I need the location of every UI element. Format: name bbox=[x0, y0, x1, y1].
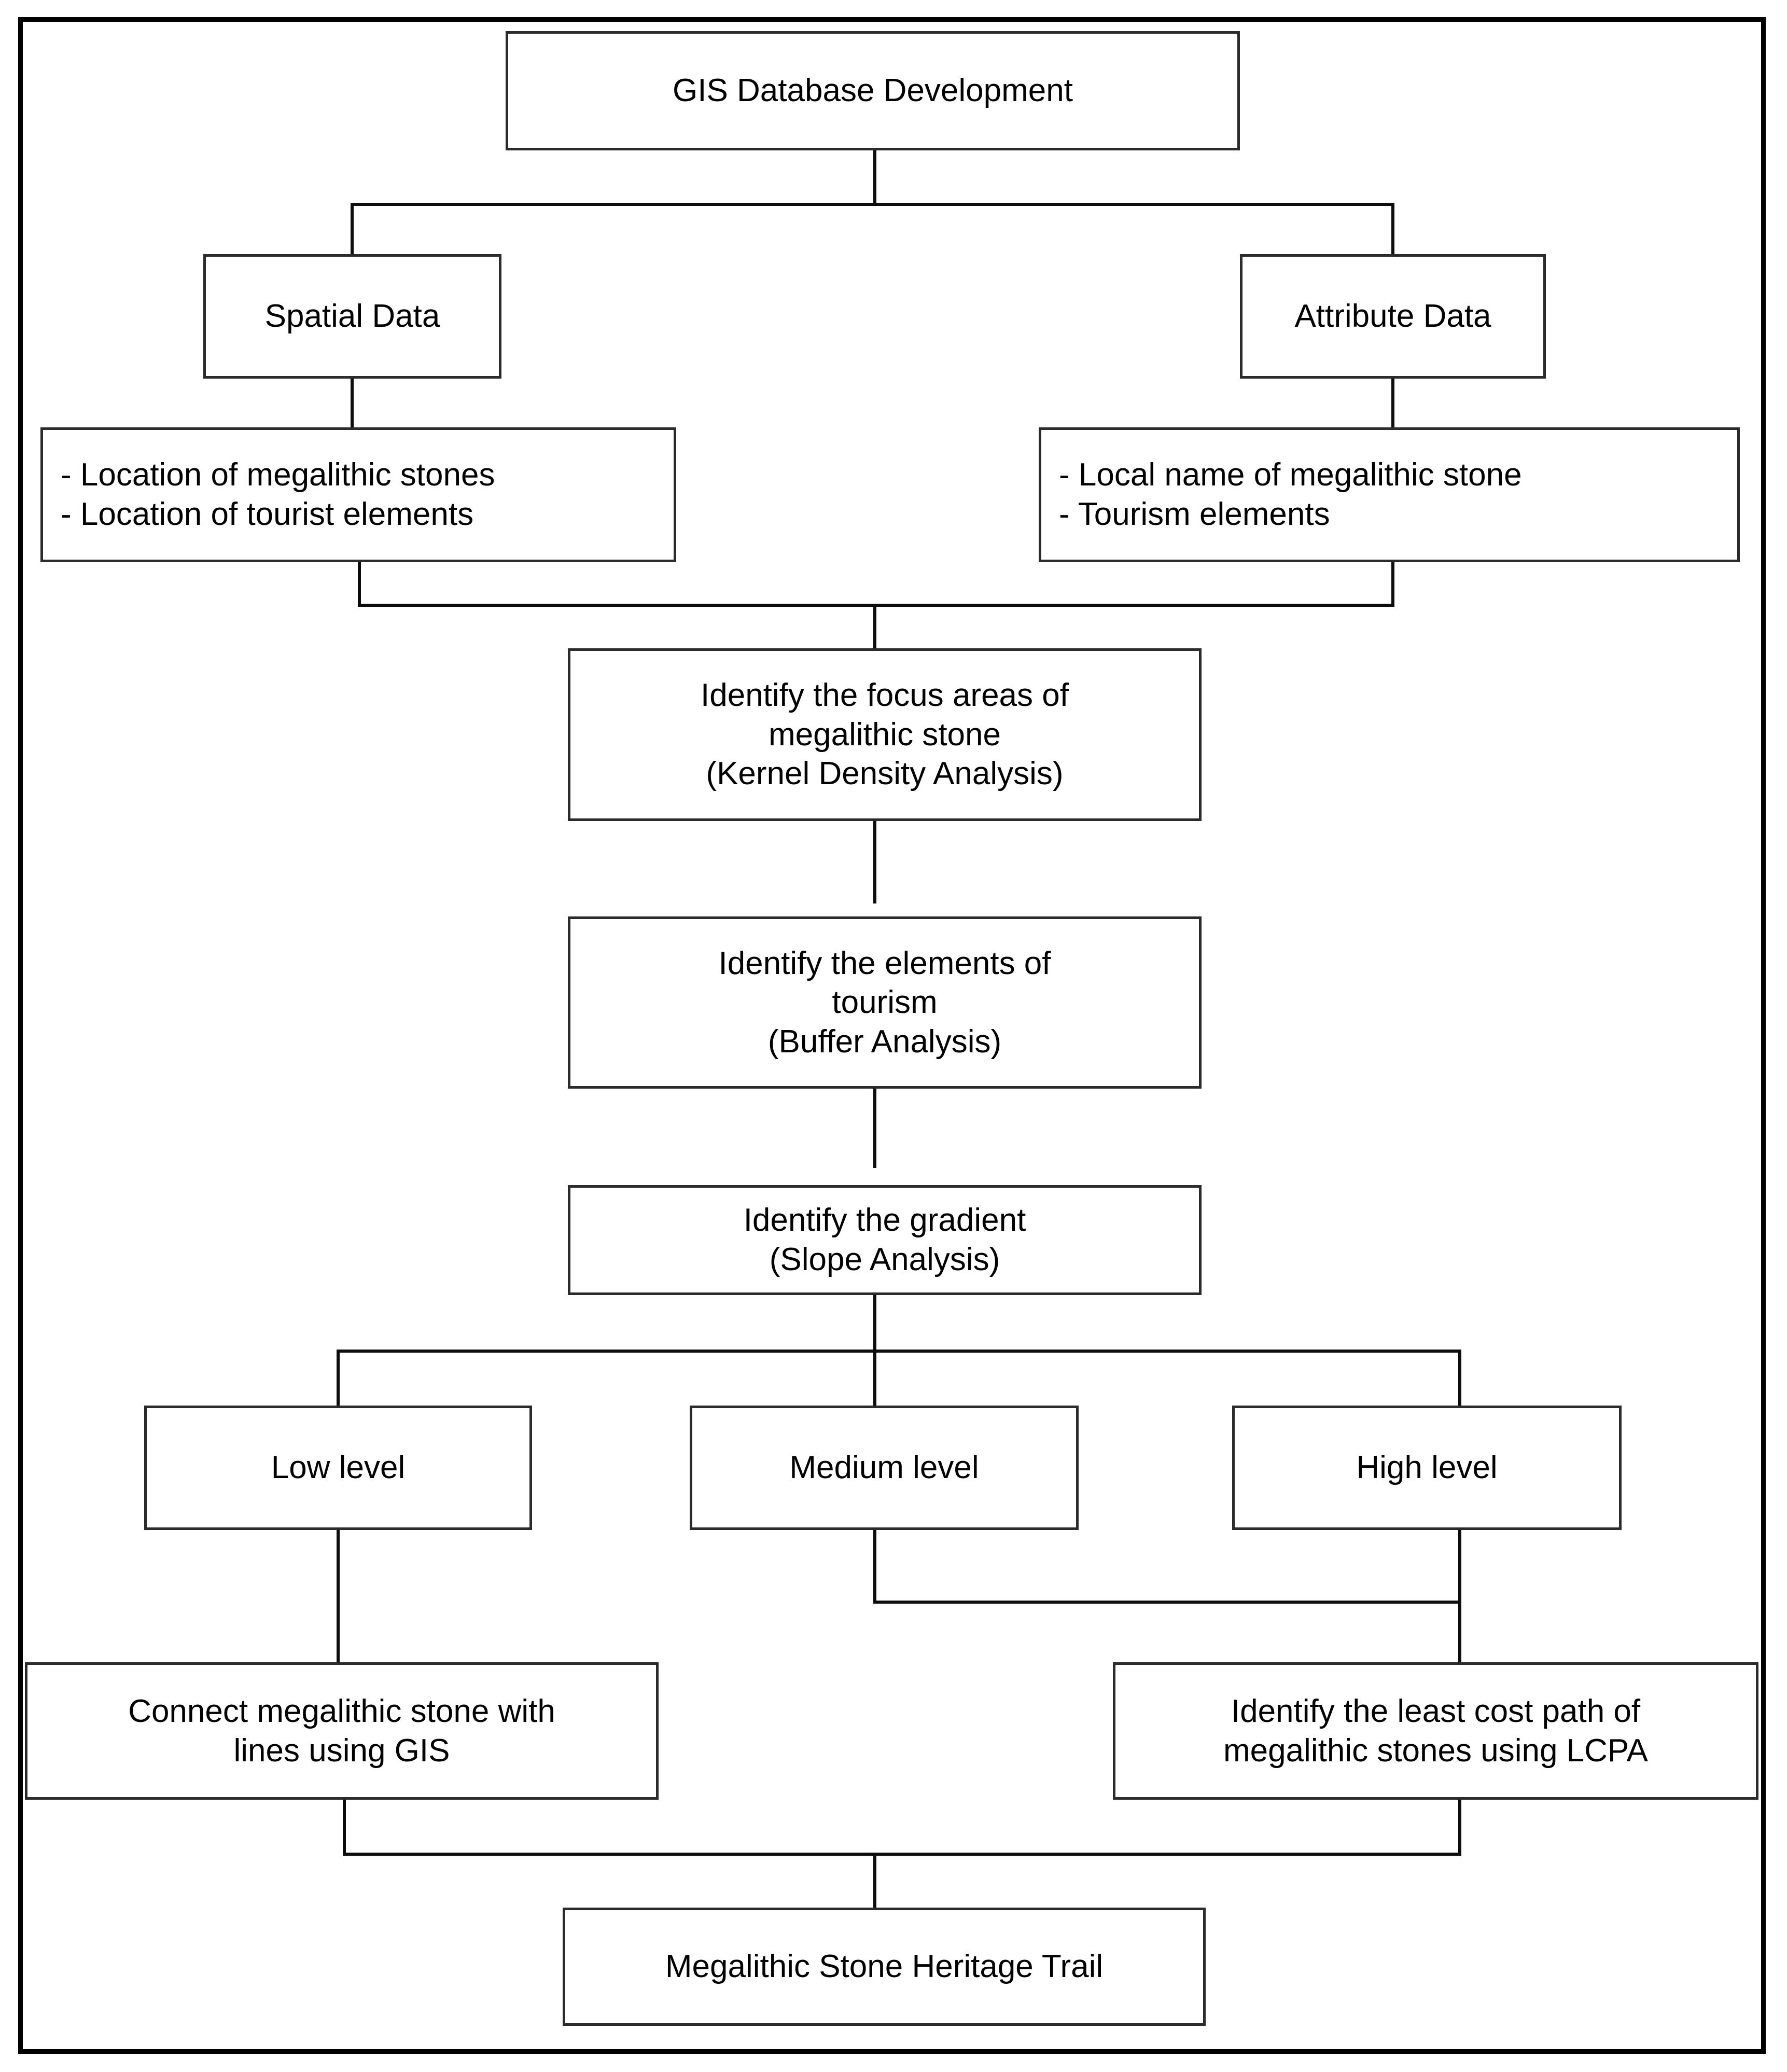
connector-kernel-to-buffer bbox=[873, 819, 876, 903]
node-label-line: Identify the focus areas of bbox=[701, 677, 1069, 714]
connector-medium-down bbox=[873, 1528, 876, 1604]
list-item: - Location of megalithic stones bbox=[61, 457, 495, 493]
connector-merge-to-lcpa bbox=[1458, 1601, 1461, 1664]
connector-buffer-to-slope bbox=[873, 1087, 876, 1168]
node-buffer-analysis[interactable]: Identify the elements of tourism (Buffer… bbox=[568, 916, 1202, 1089]
node-kernel-density-analysis[interactable]: Identify the focus areas of megalithic s… bbox=[568, 648, 1202, 821]
node-label: Megalithic Stone Heritage Trail bbox=[665, 1949, 1104, 1985]
list-item: - Local name of megalithic stone bbox=[1059, 457, 1522, 493]
node-label: Low level bbox=[271, 1450, 406, 1486]
connector-low-to-connect bbox=[337, 1528, 340, 1664]
node-label-line: Identify the gradient bbox=[743, 1202, 1026, 1239]
connector-fork-to-attribute bbox=[1391, 203, 1394, 256]
connector-lcpa-down bbox=[1458, 1798, 1461, 1856]
node-high-level[interactable]: High level bbox=[1232, 1406, 1622, 1530]
node-label: Spatial Data bbox=[264, 298, 440, 335]
node-label-line: Identify the least cost path of bbox=[1231, 1693, 1641, 1729]
node-label-line: (Kernel Density Analysis) bbox=[706, 756, 1064, 792]
node-label: High level bbox=[1356, 1450, 1498, 1486]
connector-attribute-items-down bbox=[1391, 560, 1394, 607]
node-spatial-data[interactable]: Spatial Data bbox=[203, 254, 501, 379]
connector-bottom-merge-bar bbox=[343, 1853, 1461, 1856]
connector-root-fork-bar bbox=[351, 203, 1394, 206]
node-label: Medium level bbox=[789, 1450, 979, 1486]
node-least-cost-path[interactable]: Identify the least cost path of megalith… bbox=[1113, 1662, 1758, 1800]
list-item: - Tourism elements bbox=[1059, 496, 1330, 532]
connector-high-down bbox=[1458, 1528, 1461, 1604]
node-label-line: (Slope Analysis) bbox=[769, 1242, 1000, 1277]
connector-connect-down bbox=[343, 1798, 346, 1856]
node-megalithic-stone-heritage-trail[interactable]: Megalithic Stone Heritage Trail bbox=[563, 1908, 1206, 2026]
node-medium-level[interactable]: Medium level bbox=[690, 1406, 1079, 1530]
node-attribute-data-items[interactable]: - Local name of megalithic stone - Touri… bbox=[1039, 427, 1740, 562]
node-label-line: lines using GIS bbox=[233, 1732, 450, 1769]
connector-medium-high-merge-bar bbox=[873, 1601, 1461, 1604]
connector-fork-to-high bbox=[1458, 1350, 1461, 1408]
node-label: Attribute Data bbox=[1294, 298, 1491, 335]
connector-level-fork-bar bbox=[337, 1350, 1461, 1353]
connector-merge-to-output bbox=[873, 1853, 876, 1910]
connector-fork-to-medium bbox=[873, 1350, 876, 1408]
node-label-line: megalithic stone bbox=[768, 716, 1001, 753]
node-label-line: Connect megalithic stone with bbox=[128, 1693, 555, 1729]
connector-fork-to-spatial bbox=[351, 203, 354, 256]
figure-border bbox=[18, 17, 1766, 2054]
node-connect-stones-with-lines[interactable]: Connect megalithic stone with lines usin… bbox=[25, 1662, 659, 1800]
node-label-line: (Buffer Analysis) bbox=[767, 1023, 1002, 1060]
list-item: - Location of tourist elements bbox=[61, 496, 474, 532]
node-label-line: Identify the elements of bbox=[718, 945, 1051, 981]
node-label: GIS Database Development bbox=[673, 73, 1073, 109]
connector-spatial-to-items bbox=[351, 377, 354, 429]
node-label-line: tourism bbox=[832, 984, 938, 1021]
node-low-level[interactable]: Low level bbox=[144, 1406, 532, 1530]
connector-root-down bbox=[873, 150, 876, 206]
node-label-line: megalithic stones using LCPA bbox=[1223, 1732, 1649, 1769]
node-spatial-data-items[interactable]: - Location of megalithic stones - Locati… bbox=[40, 427, 676, 562]
node-gis-database-development[interactable]: GIS Database Development bbox=[506, 31, 1240, 150]
connector-spatial-items-down bbox=[358, 560, 361, 607]
connector-merge-to-kernel bbox=[873, 604, 876, 650]
connector-slope-down bbox=[873, 1292, 876, 1353]
connector-attribute-to-items bbox=[1391, 377, 1394, 429]
connector-fork-to-low bbox=[337, 1350, 340, 1408]
node-attribute-data[interactable]: Attribute Data bbox=[1240, 254, 1546, 379]
node-slope-analysis[interactable]: Identify the gradient (Slope Analysis) bbox=[568, 1185, 1202, 1295]
